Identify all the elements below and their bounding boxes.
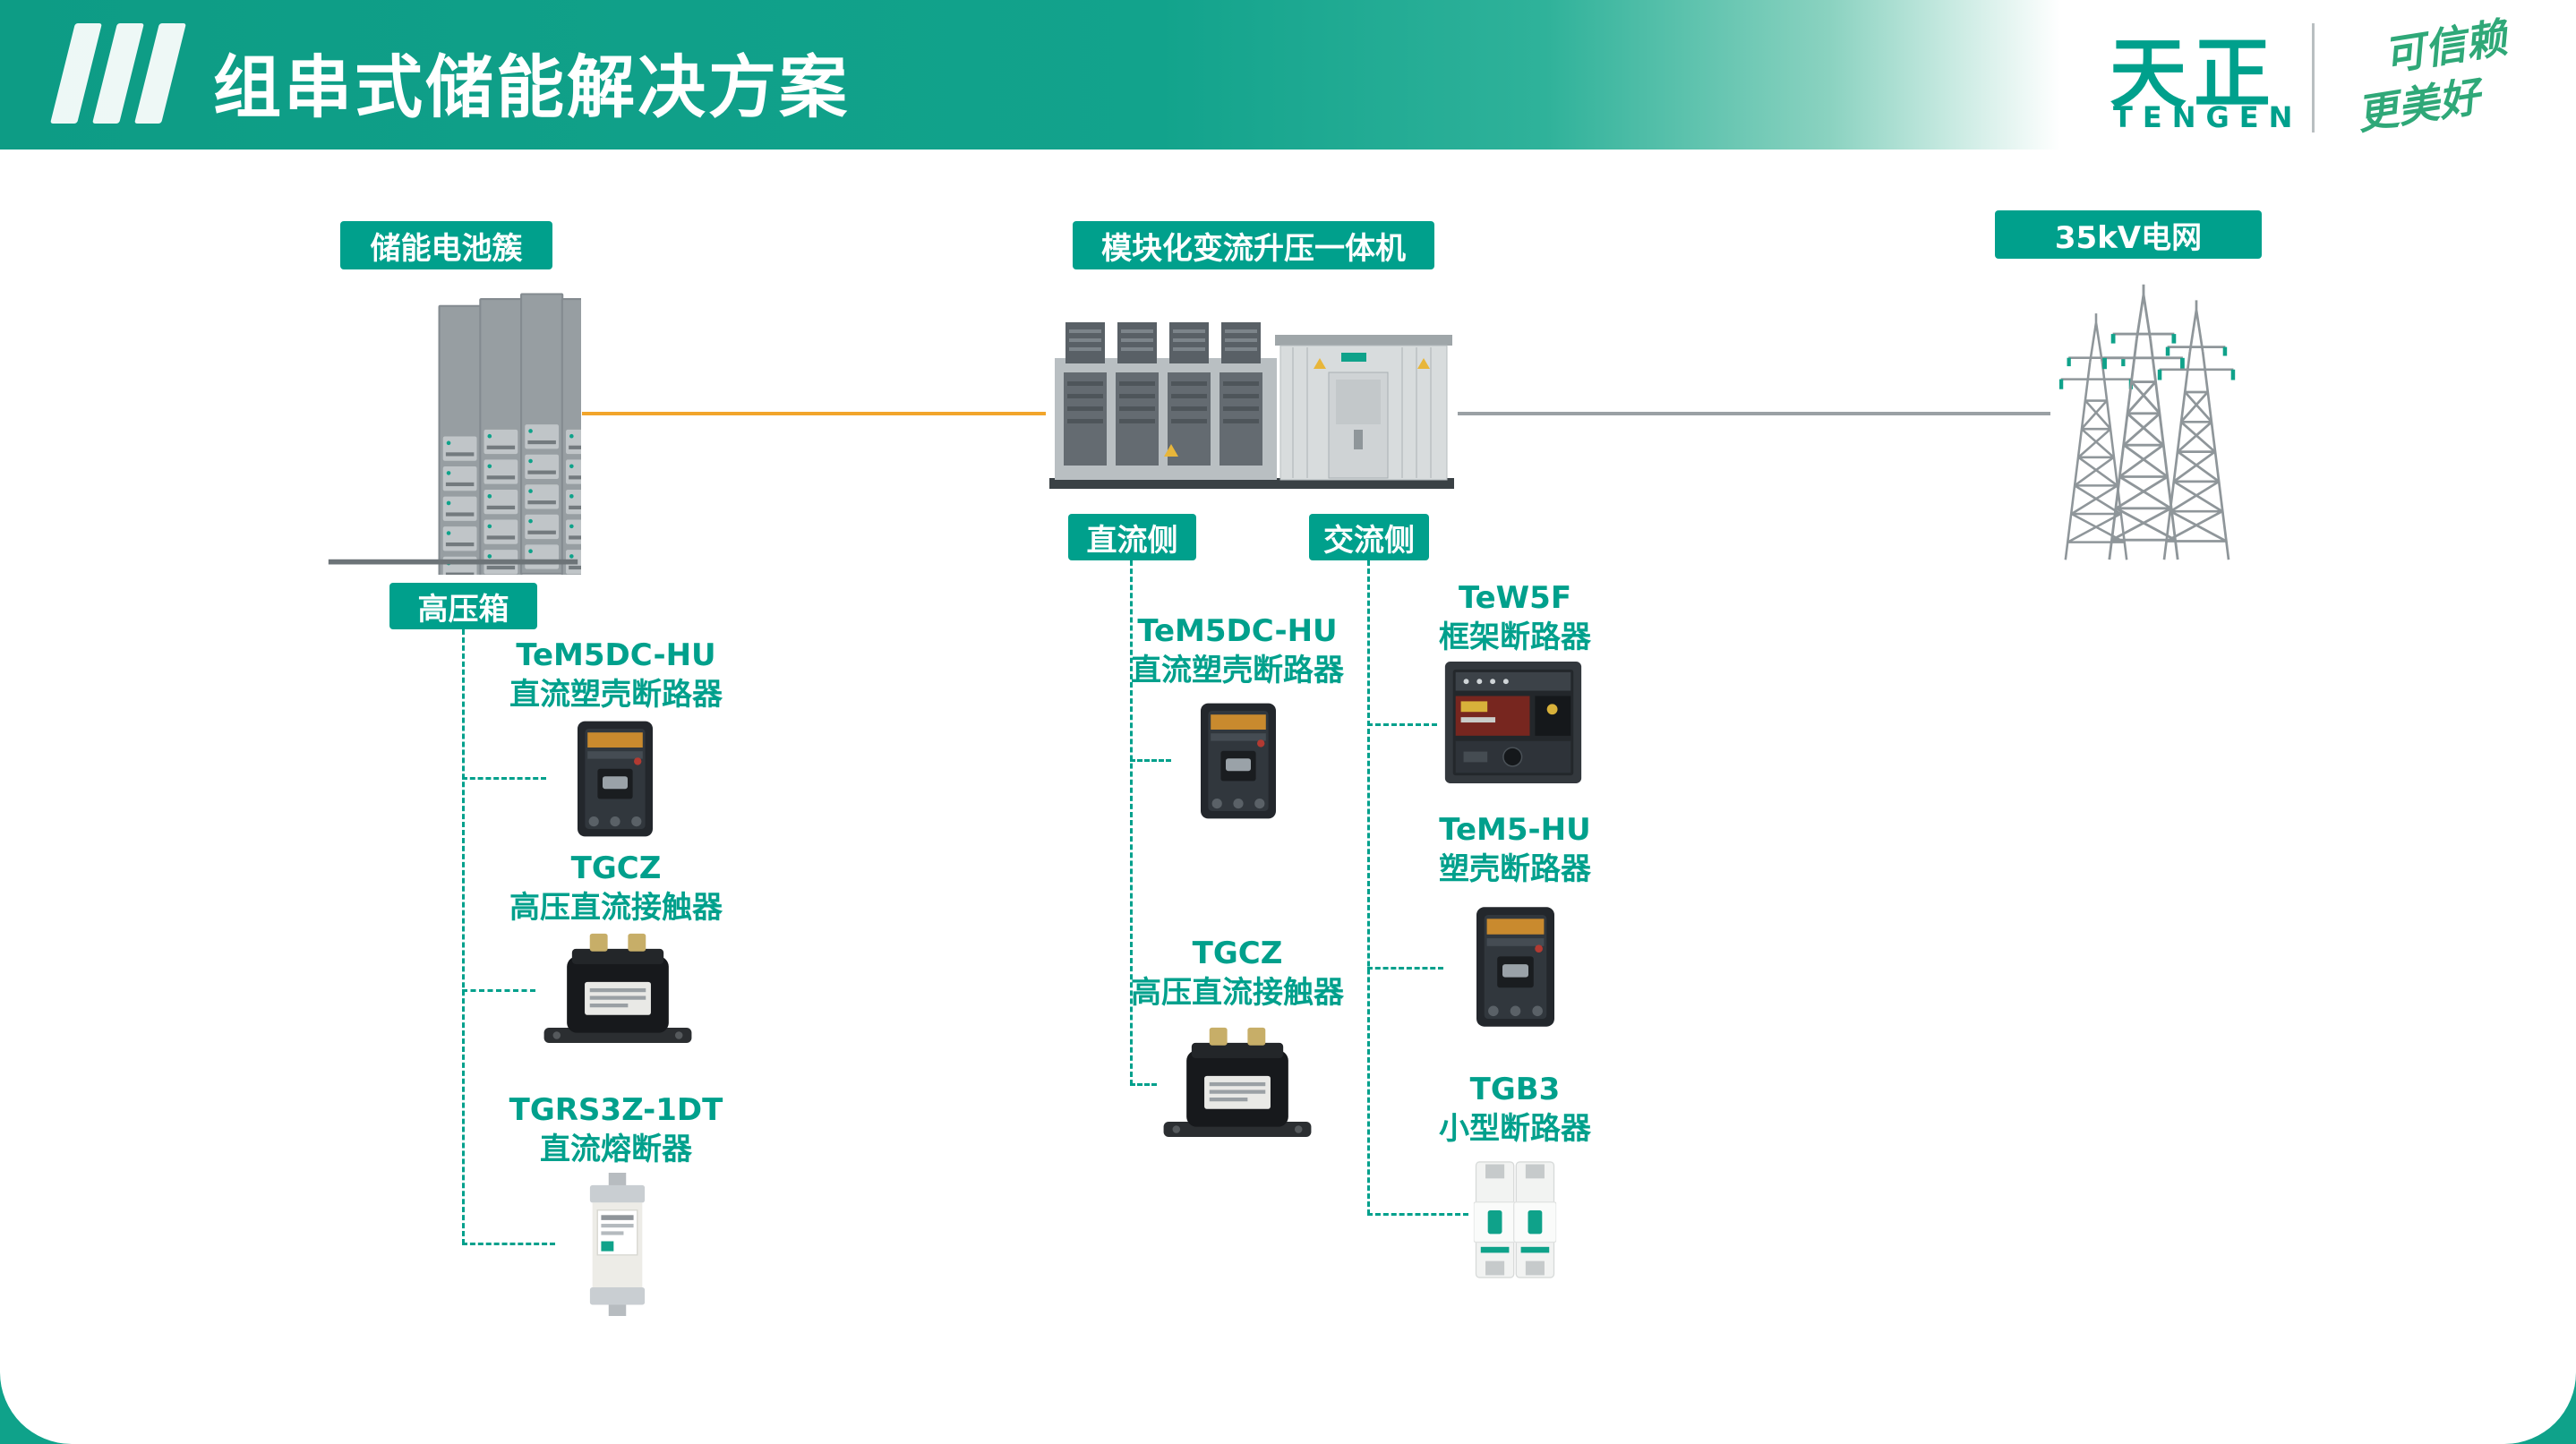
hv-box-stub-2 <box>462 989 535 992</box>
slogan-line-2: 更美好 <box>2353 72 2484 140</box>
product-name: 直流熔断器 <box>540 1132 692 1167</box>
product-name: 小型断路器 <box>1439 1111 1591 1147</box>
brand-logo: 天正 <box>2110 30 2278 119</box>
badge-ac-side: 交流侧 <box>1309 514 1429 560</box>
badge-hv-box: 高压箱 <box>389 583 537 629</box>
product-name: 高压直流接触器 <box>1131 975 1344 1011</box>
header-banner: 组串式储能解决方案 天正 TENGEN 可信赖 更美好 <box>0 0 2576 150</box>
product-label: TeM5DC-HU 直流塑壳断路器 <box>473 636 759 714</box>
badge-converter: 模块化变流升压一体机 <box>1073 221 1434 269</box>
battery-rack-illustration <box>328 279 581 575</box>
transmission-tower-illustration <box>2142 295 2251 561</box>
mccb-product-image <box>1451 895 1580 1038</box>
brand-slogan: 可信赖 更美好 <box>2341 0 2571 139</box>
brand-logo-sub: TENGEN <box>2113 100 2303 134</box>
hv-box-stub-3 <box>462 1243 555 1245</box>
brand-divider <box>2312 23 2315 132</box>
ac-grid-line <box>1458 412 2050 415</box>
hv-box-connector <box>462 629 465 1244</box>
product-model: TeW5F <box>1458 580 1572 616</box>
product-label: TGCZ 高压直流接触器 <box>1094 934 1381 1013</box>
product-model: TeM5-HU <box>1439 812 1591 848</box>
product-label: TeM5-HU 塑壳断路器 <box>1372 810 1658 889</box>
product-model: TGRS3Z-1DT <box>509 1092 723 1128</box>
dc-side-connector <box>1130 560 1133 1085</box>
mcb-product-image <box>1470 1155 1560 1285</box>
product-label: TGCZ 高压直流接触器 <box>473 849 759 927</box>
mccb-product-image <box>548 716 682 842</box>
product-name: 框架断路器 <box>1439 619 1591 655</box>
badge-battery-cluster: 储能电池簇 <box>340 221 552 269</box>
product-name: 直流塑壳断路器 <box>1131 653 1344 688</box>
dc-side-stub-1 <box>1130 759 1171 762</box>
hv-box-stub-1 <box>462 777 546 780</box>
badge-dc-side: 直流侧 <box>1068 514 1196 560</box>
product-model: TGCZ <box>570 850 662 886</box>
product-model: TGB3 <box>1469 1072 1561 1107</box>
product-label: TeW5F 框架断路器 <box>1372 578 1658 657</box>
contactor-product-image <box>537 931 698 1052</box>
ac-side-stub-1 <box>1367 723 1437 726</box>
product-model: TGCZ <box>1192 936 1283 971</box>
acb-product-image <box>1437 658 1589 792</box>
product-model: TeM5DC-HU <box>516 637 716 673</box>
dc-bus-line <box>582 412 1046 415</box>
product-name: 直流塑壳断路器 <box>509 677 723 713</box>
ac-side-stub-2 <box>1367 967 1443 970</box>
product-model: TeM5DC-HU <box>1137 613 1338 649</box>
badge-grid-35kv: 35kV电网 <box>1995 210 2262 259</box>
mccb-product-image <box>1171 698 1305 824</box>
dc-side-stub-2 <box>1130 1083 1157 1086</box>
product-label: TeM5DC-HU 直流塑壳断路器 <box>1094 611 1381 690</box>
product-label: TGRS3Z-1DT 直流熔断器 <box>473 1090 759 1169</box>
product-name: 高压直流接触器 <box>509 890 723 926</box>
fuse-product-image <box>557 1173 678 1316</box>
ac-side-connector <box>1367 560 1370 1215</box>
product-label: TGB3 小型断路器 <box>1372 1070 1658 1149</box>
page-title: 组串式储能解决方案 <box>213 47 850 127</box>
contactor-product-image <box>1157 1025 1318 1146</box>
converter-station-illustration <box>1049 322 1454 489</box>
title-stripes-icon <box>50 23 189 127</box>
product-name: 塑壳断路器 <box>1439 851 1591 887</box>
ac-side-stub-3 <box>1367 1213 1468 1216</box>
